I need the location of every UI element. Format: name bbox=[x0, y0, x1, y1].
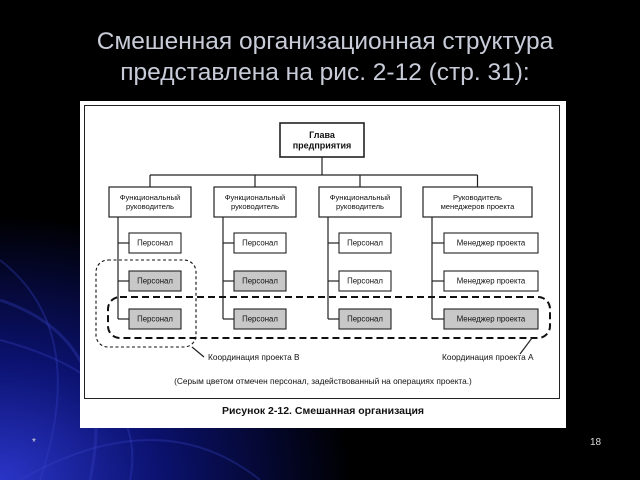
project-b-outline bbox=[95, 259, 197, 348]
manager-box bbox=[318, 186, 402, 218]
manager-box-label: Функциональный bbox=[225, 193, 286, 202]
page-number: 18 bbox=[590, 437, 602, 448]
title-line: представлена на рис. 2-12 (стр. 31): bbox=[120, 59, 530, 86]
staff-box-label: Персонал bbox=[242, 277, 278, 286]
staff-box bbox=[128, 232, 182, 254]
org-chart-diagram: ГлавапредприятияФункциональныйруководите… bbox=[95, 122, 551, 386]
head-box bbox=[279, 122, 365, 158]
title-line: Смешенная организационная структура bbox=[96, 28, 554, 55]
staff-box bbox=[233, 232, 287, 254]
staff-box bbox=[443, 270, 539, 292]
staff-box-label: Персонал bbox=[137, 315, 173, 324]
manager-box-label: Функциональный bbox=[330, 193, 391, 202]
staff-box-label: Менеджер проекта bbox=[457, 239, 526, 248]
manager-box-label: менеджеров проекта bbox=[441, 202, 516, 211]
staff-box bbox=[338, 232, 392, 254]
figure-caption: Рисунок 2-12. Смешанная организация bbox=[221, 405, 425, 417]
manager-box bbox=[213, 186, 297, 218]
staff-box-label: Персонал bbox=[242, 315, 278, 324]
manager-box-label: Руководитель bbox=[453, 193, 502, 202]
staff-box-label: Персонал bbox=[137, 239, 173, 248]
staff-box-shaded bbox=[128, 270, 182, 292]
staff-box bbox=[338, 270, 392, 292]
project-a-label: Координация проекта A bbox=[442, 352, 534, 362]
project-b-pointer bbox=[191, 346, 205, 358]
manager-box-label: Функциональный bbox=[120, 193, 181, 202]
manager-box bbox=[108, 186, 192, 218]
project-a-pointer bbox=[519, 337, 533, 355]
slide-title: Смешенная организационная структура пред… bbox=[20, 26, 630, 88]
staff-box-shaded bbox=[233, 270, 287, 292]
staff-box-label: Менеджер проекта bbox=[457, 315, 526, 324]
staff-box-shaded bbox=[128, 308, 182, 330]
manager-box-label: руководитель bbox=[336, 202, 384, 211]
staff-box-label: Персонал bbox=[242, 239, 278, 248]
manager-box-label: руководитель bbox=[231, 202, 279, 211]
staff-box-label: Менеджер проекта bbox=[457, 277, 526, 286]
manager-box bbox=[422, 186, 533, 218]
project-b-label: Координация проекта B bbox=[208, 352, 300, 362]
staff-box-label: Персонал bbox=[347, 239, 383, 248]
staff-box-label: Персонал bbox=[137, 277, 173, 286]
staff-box-shaded bbox=[443, 308, 539, 330]
shading-note: (Серым цветом отмечен персонал, задейств… bbox=[174, 376, 472, 386]
staff-box-label: Персонал bbox=[347, 315, 383, 324]
staff-box-shaded bbox=[233, 308, 287, 330]
head-box-label: Глава bbox=[309, 130, 336, 140]
project-a-outline bbox=[107, 296, 551, 339]
head-box-label: предприятия bbox=[293, 140, 352, 150]
manager-box-label: руководитель bbox=[126, 202, 174, 211]
staff-box bbox=[443, 232, 539, 254]
staff-box-label: Персонал bbox=[347, 277, 383, 286]
footer-mark: * bbox=[32, 437, 36, 448]
diagram-frame bbox=[84, 105, 560, 399]
staff-box-shaded bbox=[338, 308, 392, 330]
